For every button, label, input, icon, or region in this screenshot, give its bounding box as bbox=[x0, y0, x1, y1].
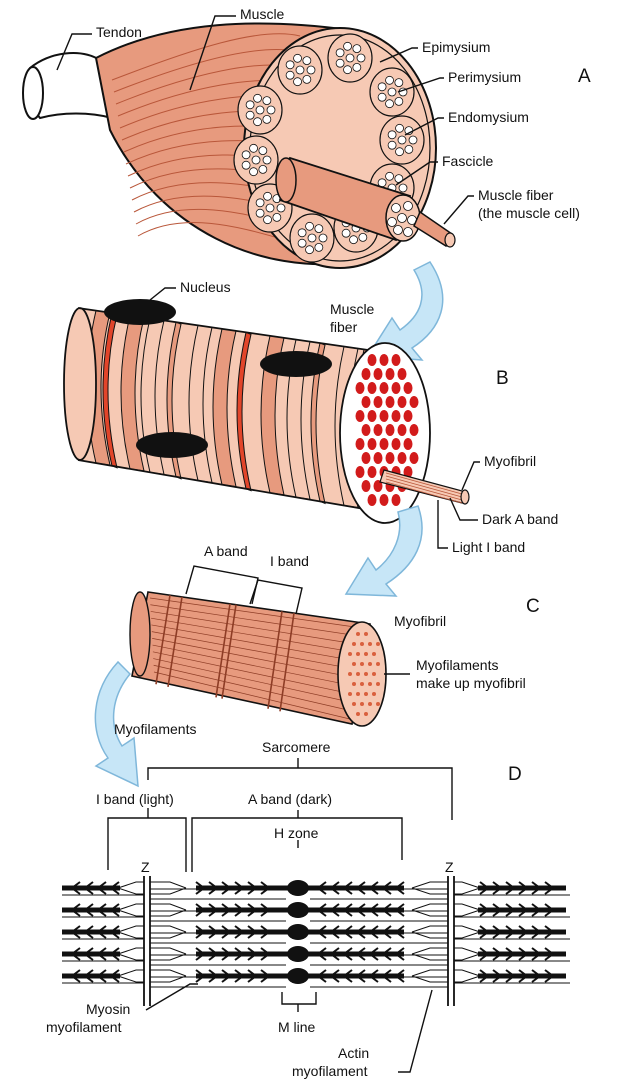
nucleus-2 bbox=[260, 351, 332, 377]
myofibril-cylinder bbox=[130, 592, 386, 726]
muscle-fiber-arrow-label-line2: fiber bbox=[330, 319, 358, 335]
z-line-label-right: Z bbox=[445, 859, 454, 875]
sarcomere-label: Sarcomere bbox=[262, 739, 331, 755]
panel-b-letter: B bbox=[496, 368, 509, 389]
panel-a: Tendon Muscle Epimysium Perimysium Endom… bbox=[23, 6, 591, 268]
panel-c: A band I band Myofibril Myofilaments mak… bbox=[130, 543, 540, 726]
actin-label-line1: Actin bbox=[338, 1045, 369, 1061]
panel-b: Nucleus Muscle fiber Myofibril Dark A ba… bbox=[64, 279, 558, 555]
muscle-fiber-label-line1: Muscle fiber bbox=[478, 187, 554, 203]
h-zone-label: H zone bbox=[274, 825, 319, 841]
panel-d-letter: D bbox=[508, 764, 522, 785]
fascicle-label: Fascicle bbox=[442, 153, 494, 169]
filament-lattice bbox=[62, 880, 570, 987]
myosin-label-line2: myofilament bbox=[46, 1019, 122, 1035]
dark-a-band-label: Dark A band bbox=[482, 511, 558, 527]
nucleus-label: Nucleus bbox=[180, 279, 231, 295]
myofilaments-label-line1: Myofilaments bbox=[416, 657, 498, 673]
perimysium-label: Perimysium bbox=[448, 69, 521, 85]
z-line-label-left: Z bbox=[141, 859, 150, 875]
i-band-light-label: I band (light) bbox=[96, 791, 174, 807]
myofilaments-label-line2: make up myofibril bbox=[416, 675, 526, 691]
sarcomere-brackets bbox=[108, 758, 452, 872]
i-band-label-c: I band bbox=[270, 553, 309, 569]
m-line-label: M line bbox=[278, 1019, 316, 1035]
panel-a-letter: A bbox=[578, 66, 591, 87]
endomysium-label: Endomysium bbox=[448, 109, 529, 125]
myosin-label-line1: Myosin bbox=[86, 1001, 130, 1017]
myofilaments-arrow-label: Myofilaments bbox=[114, 721, 196, 737]
myofibril-label-c: Myofibril bbox=[394, 613, 446, 629]
panel-c-letter: C bbox=[526, 596, 540, 617]
epimysium-label: Epimysium bbox=[422, 39, 490, 55]
nucleus-1 bbox=[104, 299, 176, 325]
myofibril-label-b: Myofibril bbox=[484, 453, 536, 469]
a-band-label-c: A band bbox=[204, 543, 248, 559]
actin-label-line2: myofilament bbox=[292, 1063, 368, 1079]
muscle-label: Muscle bbox=[240, 6, 285, 22]
muscle-fiber-arrow-label-line1: Muscle bbox=[330, 301, 375, 317]
a-band-dark-label: A band (dark) bbox=[248, 791, 332, 807]
nucleus-3 bbox=[136, 432, 208, 458]
light-i-band-label: Light I band bbox=[452, 539, 525, 555]
tendon-label: Tendon bbox=[96, 24, 142, 40]
muscle-fiber-label-line2: (the muscle cell) bbox=[478, 205, 580, 221]
m-line-bracket bbox=[282, 992, 316, 1012]
